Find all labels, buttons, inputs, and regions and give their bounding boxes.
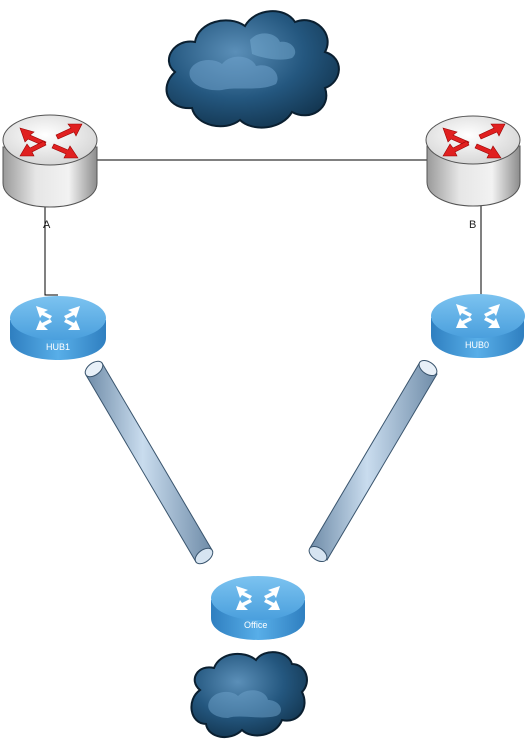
router-b-icon[interactable] [425,115,521,207]
connection-lines [44,159,482,296]
router-b-label: B [469,219,476,231]
cloud-top-icon [165,10,340,129]
hub1-icon[interactable] [10,296,106,360]
hub0-label: HUB0 [465,340,489,350]
tube-hub1-office [84,360,214,565]
office-hub-icon[interactable] [211,576,305,640]
hub1-label: HUB1 [46,342,70,352]
router-a-label: A [43,219,51,231]
tube-hub0-office [308,359,438,563]
cloud-bottom-icon [190,651,308,739]
router-a-icon[interactable] [2,114,98,208]
office-label: Office [244,620,267,630]
hub0-icon[interactable] [431,294,525,358]
